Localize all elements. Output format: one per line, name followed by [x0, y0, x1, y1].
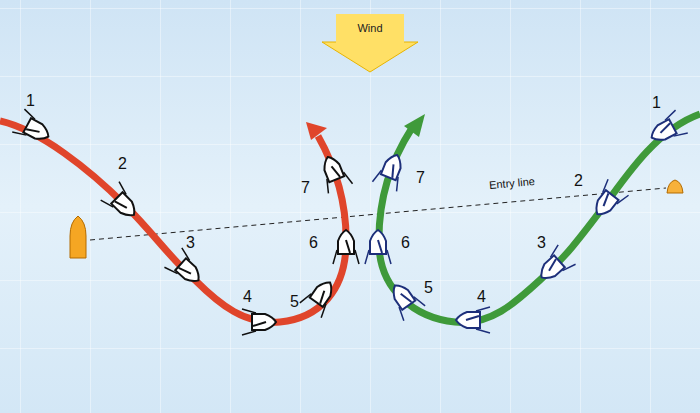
- boat: [333, 230, 359, 264]
- position-number: 1: [26, 93, 35, 109]
- boat: [164, 248, 207, 290]
- boat: [12, 109, 54, 148]
- boat: [365, 230, 391, 264]
- position-number: 6: [309, 235, 318, 251]
- wind-label: Wind: [357, 22, 382, 34]
- position-number: 7: [301, 180, 310, 196]
- boat: [533, 245, 576, 287]
- position-number: 4: [477, 289, 486, 305]
- wind-arrow-shaft: [336, 14, 404, 44]
- committee-boat: [70, 216, 86, 258]
- green-arrowhead: [404, 114, 425, 137]
- position-number: 1: [652, 95, 661, 111]
- red-arrowhead: [306, 122, 327, 140]
- red-track: [0, 121, 346, 322]
- boat: [456, 307, 490, 333]
- boat: [242, 309, 276, 335]
- green-track: [379, 114, 700, 322]
- wind-arrow: [322, 42, 418, 72]
- position-number: 3: [537, 235, 546, 251]
- position-number: 7: [416, 170, 425, 186]
- boat: [372, 150, 409, 191]
- position-number: 2: [118, 156, 127, 172]
- position-number: 5: [290, 294, 299, 310]
- boat: [587, 179, 628, 222]
- boat: [300, 275, 341, 318]
- boat: [384, 278, 425, 321]
- boat: [101, 182, 143, 224]
- position-number: 6: [401, 235, 410, 251]
- position-number: 2: [574, 173, 583, 189]
- pin-buoy: [667, 180, 683, 193]
- position-number: 3: [186, 235, 195, 251]
- boat: [646, 110, 688, 149]
- boat: [316, 152, 353, 193]
- position-number: 5: [424, 280, 433, 296]
- wind-box: Wind: [336, 14, 404, 42]
- position-number: 4: [243, 289, 252, 305]
